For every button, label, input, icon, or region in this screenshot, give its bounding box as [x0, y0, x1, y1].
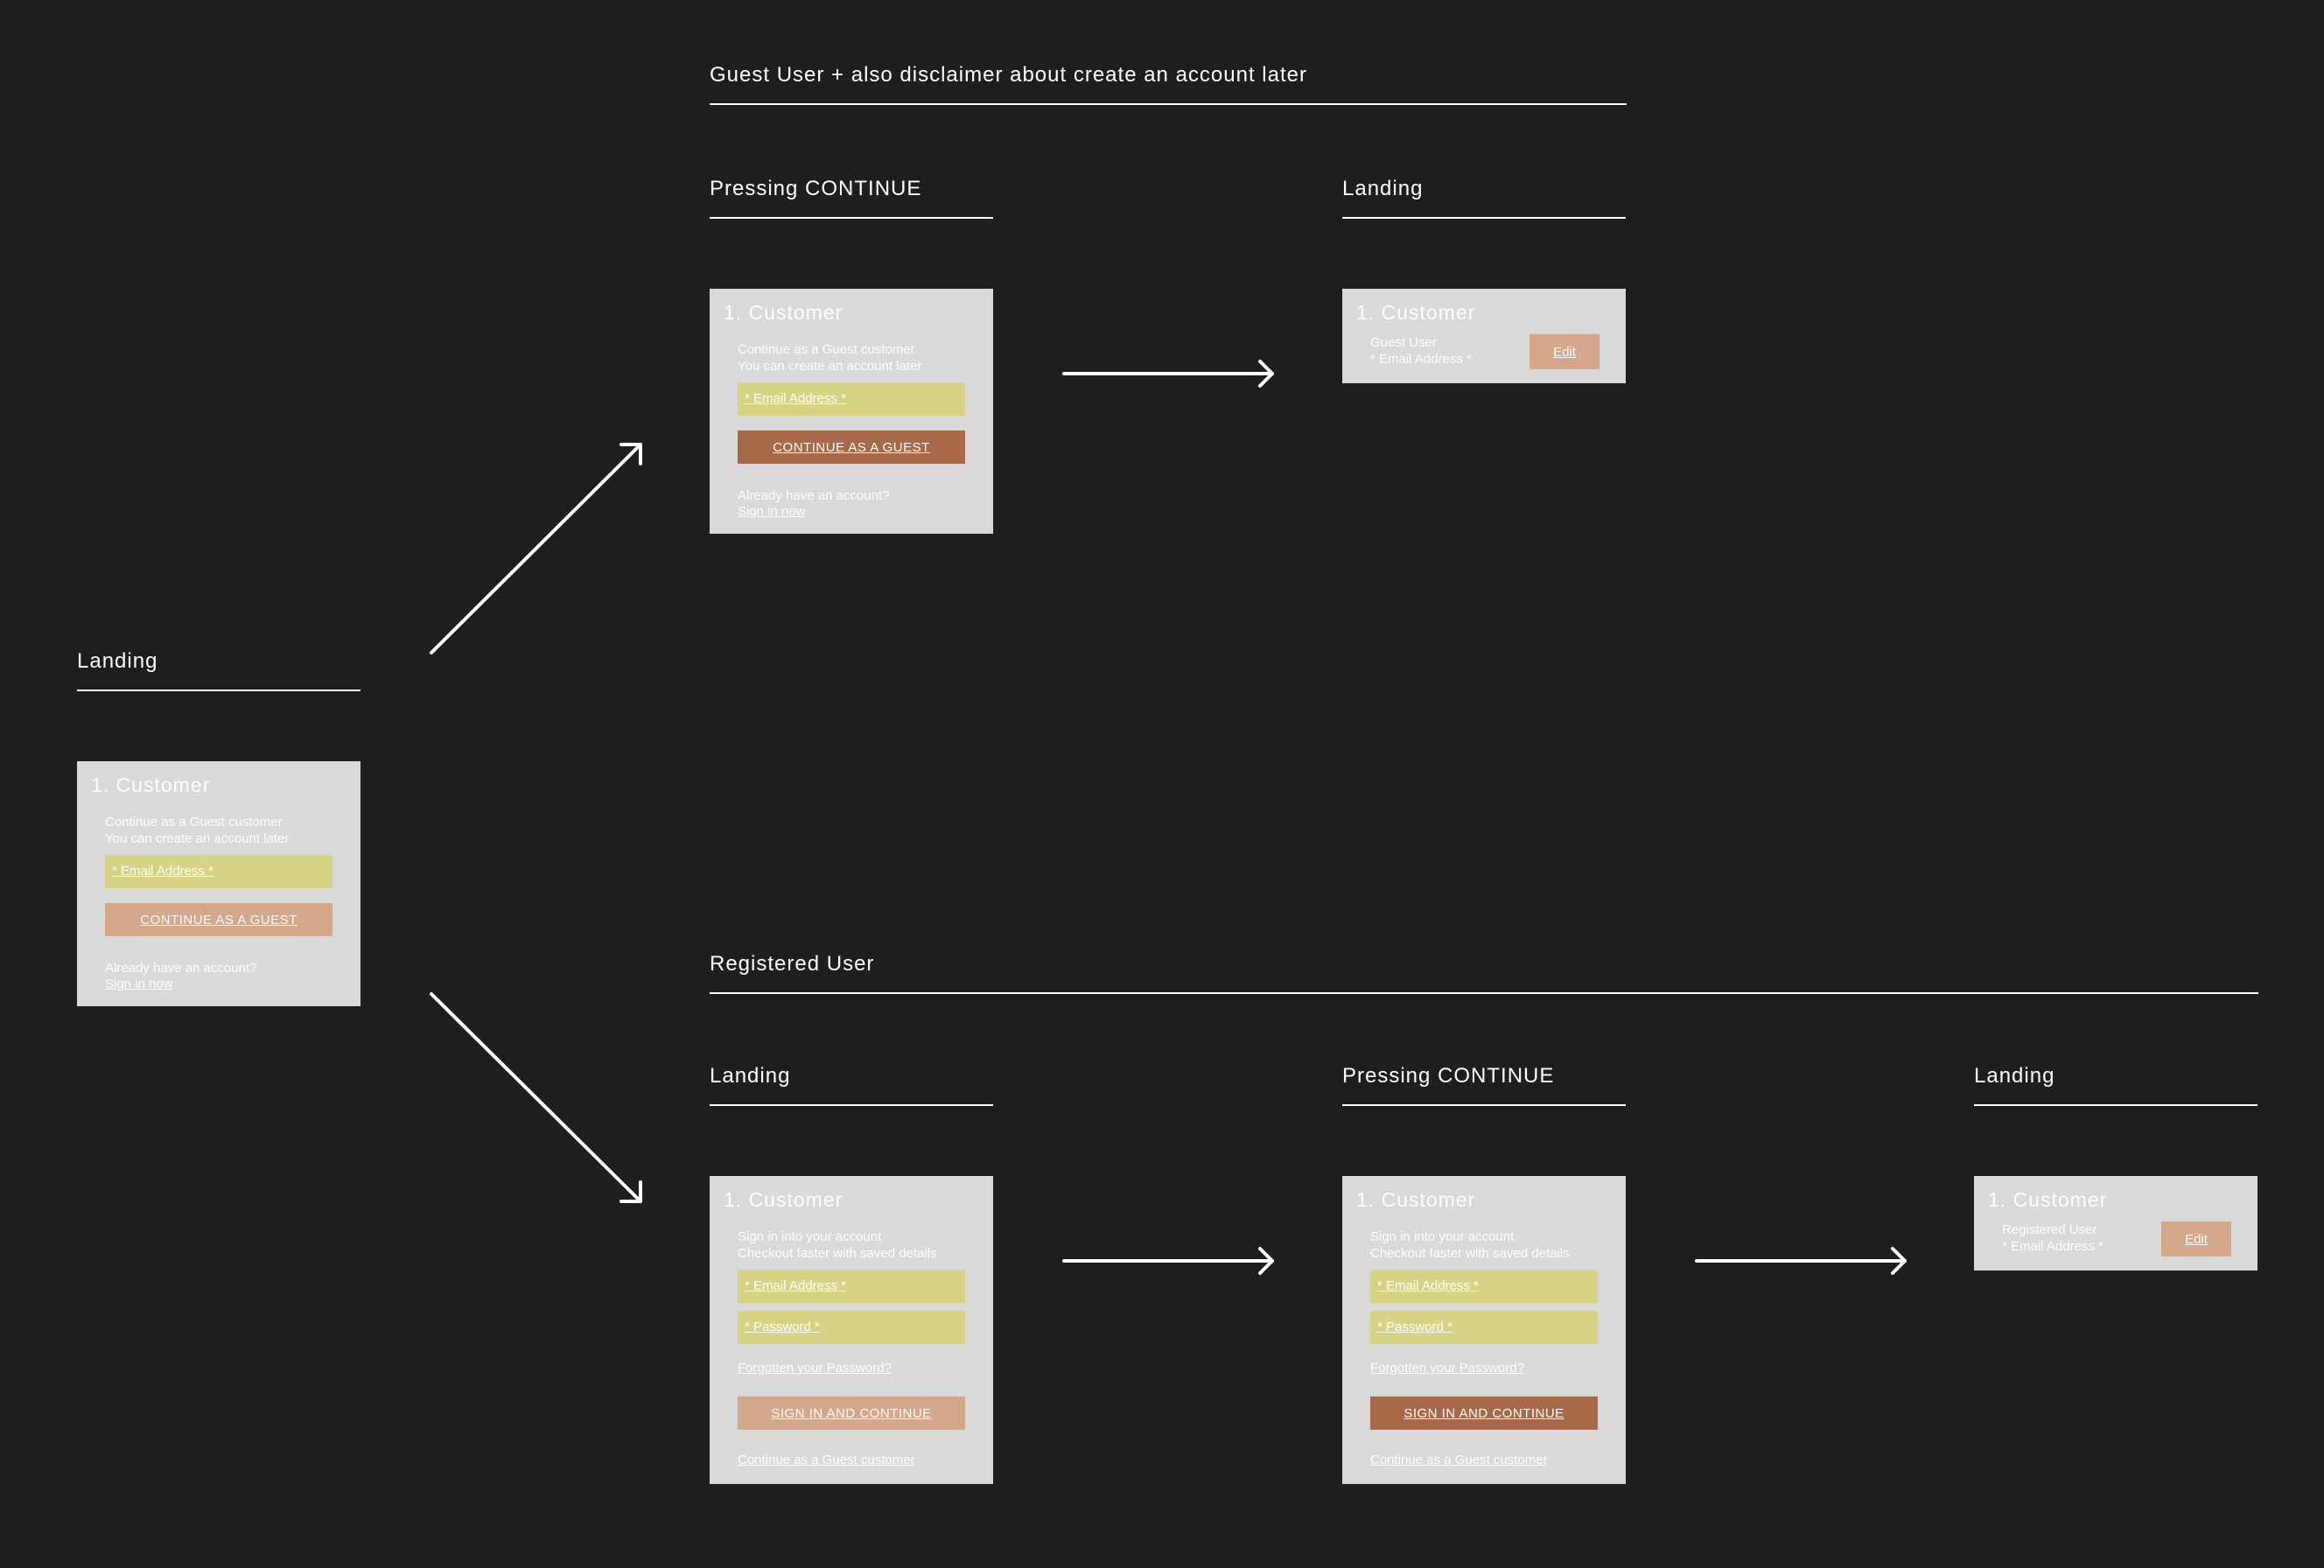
- heading-guest-pressing: Pressing CONTINUE: [710, 177, 922, 200]
- summary-user-type: Registered User: [2002, 1222, 2097, 1237]
- email-field[interactable]: * Email Address *: [738, 1270, 965, 1303]
- card-title: 1. Customer: [724, 1188, 844, 1211]
- heading-reg-pressing: Pressing CONTINUE: [1342, 1064, 1555, 1088]
- password-field[interactable]: * Password *: [738, 1311, 965, 1344]
- registered-section-rule: [710, 992, 2258, 994]
- email-field[interactable]: * Email Address *: [738, 382, 965, 416]
- password-field[interactable]: * Password *: [1370, 1311, 1598, 1344]
- guest-summary-card: 1. Customer Guest User * Email Address *…: [1342, 289, 1626, 383]
- heading-reg-pressing-rule: [1342, 1104, 1626, 1106]
- arrow-start-to-guest: [430, 443, 642, 654]
- heading-start-landing: Landing: [77, 649, 158, 673]
- registered-pressing-card: 1. Customer Sign in into your account Ch…: [1342, 1176, 1626, 1484]
- arrow-start-to-registered: [430, 992, 642, 1203]
- email-field[interactable]: * Email Address *: [105, 855, 332, 888]
- card-subtitle-1: Sign in into your account: [1370, 1229, 1515, 1244]
- continue-as-guest-button[interactable]: CONTINUE AS A GUEST: [105, 903, 332, 936]
- arrow-reg-pressing-to-landing: [1695, 1247, 1907, 1275]
- card-subtitle-2: You can create an account later: [738, 359, 922, 374]
- account-question: Already have an account?: [105, 961, 257, 976]
- edit-button[interactable]: Edit: [1530, 334, 1600, 369]
- heading-reg-landing: Landing: [710, 1064, 791, 1088]
- card-title: 1. Customer: [1988, 1188, 2108, 1211]
- heading-reg-final: Landing: [1974, 1064, 2055, 1088]
- continue-as-guest-button[interactable]: CONTINUE AS A GUEST: [738, 430, 965, 464]
- guest-section-title: Guest User + also disclaimer about creat…: [710, 63, 1307, 87]
- heading-guest-landing: Landing: [1342, 177, 1424, 200]
- continue-as-guest-link[interactable]: Continue as a Guest customer: [738, 1452, 915, 1467]
- forgot-password-link[interactable]: Forgotten your Password?: [738, 1361, 892, 1376]
- sign-in-link[interactable]: Sign in now: [738, 504, 806, 519]
- summary-email: * Email Address *: [1370, 352, 1472, 367]
- card-subtitle-1: Continue as a Guest customer: [105, 815, 283, 830]
- continue-as-guest-link[interactable]: Continue as a Guest customer: [1370, 1452, 1548, 1467]
- registered-landing-card: 1. Customer Sign in into your account Ch…: [710, 1176, 993, 1484]
- card-title: 1. Customer: [1356, 1188, 1476, 1211]
- sign-in-and-continue-button[interactable]: SIGN IN AND CONTINUE: [1370, 1396, 1598, 1430]
- card-subtitle-2: You can create an account later: [105, 831, 290, 846]
- card-title: 1. Customer: [91, 774, 211, 796]
- card-subtitle-1: Continue as a Guest customer: [738, 342, 915, 357]
- card-subtitle-2: Checkout faster with saved details: [1370, 1246, 1570, 1261]
- guest-pressing-card: 1. Customer Continue as a Guest customer…: [710, 289, 993, 534]
- registered-section-title: Registered User: [710, 952, 875, 976]
- card-title: 1. Customer: [1356, 301, 1476, 324]
- sign-in-link[interactable]: Sign in now: [105, 976, 173, 991]
- card-subtitle-1: Sign in into your account: [738, 1229, 882, 1244]
- email-field[interactable]: * Email Address *: [1370, 1270, 1598, 1303]
- heading-reg-final-rule: [1974, 1104, 2258, 1106]
- heading-start-rule: [77, 690, 360, 691]
- summary-email: * Email Address *: [2002, 1239, 2104, 1254]
- edit-button[interactable]: Edit: [2161, 1222, 2231, 1256]
- card-title: 1. Customer: [724, 301, 844, 324]
- heading-guest-pressing-rule: [710, 217, 993, 219]
- card-subtitle-2: Checkout faster with saved details: [738, 1246, 937, 1261]
- heading-reg-landing-rule: [710, 1104, 993, 1106]
- forgot-password-link[interactable]: Forgotten your Password?: [1370, 1361, 1524, 1376]
- registered-summary-card: 1. Customer Registered User * Email Addr…: [1974, 1176, 2258, 1270]
- account-question: Already have an account?: [738, 488, 890, 503]
- arrow-reg-landing-to-pressing: [1062, 1247, 1274, 1275]
- sign-in-and-continue-button[interactable]: SIGN IN AND CONTINUE: [738, 1396, 965, 1430]
- arrow-guest-pressing-to-landing: [1062, 360, 1274, 388]
- heading-guest-landing-rule: [1342, 217, 1626, 219]
- summary-user-type: Guest User: [1370, 335, 1437, 350]
- start-landing-card: 1. Customer Continue as a Guest customer…: [77, 761, 360, 1006]
- guest-section-rule: [710, 103, 1627, 105]
